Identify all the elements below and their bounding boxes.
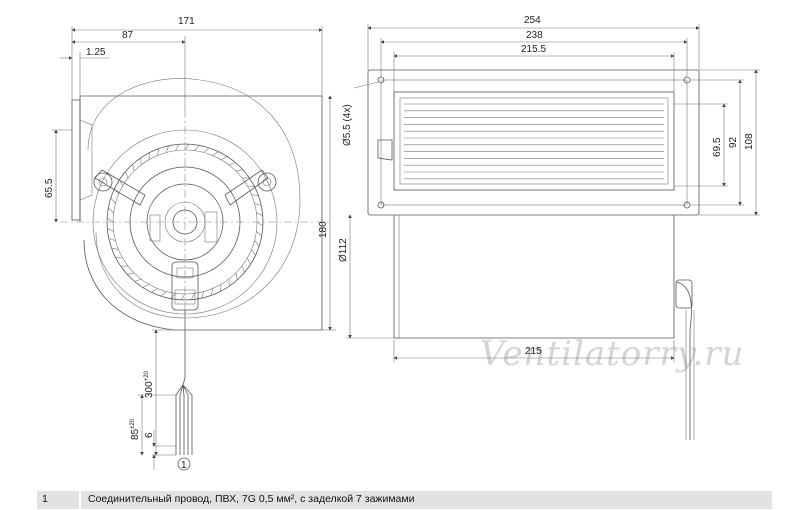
front-view: 1	[60, 78, 330, 471]
mount-hole-left-inner	[98, 177, 108, 187]
dim-axis-height: 65.5	[44, 178, 55, 198]
cable-clip	[377, 139, 393, 161]
dim-flange-height: 108	[744, 133, 755, 150]
motor-brand-plate	[149, 214, 161, 242]
mount-arm-left	[94, 169, 146, 206]
side-cable-gland	[675, 279, 693, 309]
dim-end-strip: 6	[144, 432, 155, 438]
cable-wires	[175, 384, 193, 455]
callout-number: 1	[181, 460, 187, 471]
dim-cable-length-tol: +20	[144, 370, 150, 381]
callout-circle	[177, 457, 191, 471]
impeller-slats	[404, 103, 664, 180]
dim-overall-width: 171	[178, 16, 195, 27]
dim-inner-height: 69.5	[712, 137, 723, 157]
dim-body-width: 215	[525, 346, 542, 357]
watermark-text: Ventilatorry.ru	[480, 334, 744, 374]
front-view-dimensions: 171 87 1.25 65.5 180 300+20 85±20	[44, 16, 336, 470]
legend-number: 1	[37, 491, 81, 509]
mount-arm-right	[224, 169, 269, 206]
dim-flange-thickness: 1.25	[86, 47, 106, 58]
flange-bracket	[79, 119, 93, 201]
dim-housing-width: 215.5	[521, 44, 546, 55]
dim-hole-diameter: Ø5.5 (4x)	[342, 104, 353, 146]
dim-outlet-diameter: Ø112	[338, 238, 349, 262]
technical-drawing: Ventilatorry.ru	[44, 15, 760, 471]
flange-hole-bl	[377, 201, 385, 209]
dim-flange-width: 254	[524, 15, 541, 26]
svg-text:85±20: 85±20	[130, 418, 141, 440]
mount-hole-left	[93, 172, 113, 192]
legend-text: Соединительный провод, ПВХ, 7G 0,5 мм², …	[81, 491, 772, 509]
side-flange	[367, 69, 700, 216]
side-cable-wires	[685, 310, 695, 440]
mount-hole-right-inner	[262, 177, 272, 187]
legend-row: 1 Соединительный провод, ПВХ, 7G 0,5 мм²…	[37, 491, 772, 509]
side-cable	[675, 281, 692, 440]
side-view	[367, 69, 700, 440]
dim-strip-length: 85	[130, 428, 141, 440]
side-view-dimensions: 254 238 215.5 Ø5.5 (4x) Ø112 69.5 92 108	[338, 15, 760, 362]
svg-text:300+20: 300+20	[144, 370, 155, 398]
mount-hole-right	[257, 172, 277, 192]
flange-plate	[71, 99, 81, 221]
dim-strip-length-tol: ±20	[130, 418, 136, 429]
side-flange-inner	[380, 79, 688, 206]
motor-label-plate	[204, 211, 218, 243]
scroll-housing-curve	[87, 78, 301, 319]
dim-hole-height: 92	[728, 136, 739, 148]
dim-hole-spacing: 238	[526, 30, 543, 41]
outlet-inner	[399, 97, 669, 185]
outlet-opening	[393, 91, 675, 191]
dim-cable-length: 300	[144, 381, 155, 398]
impeller-blade-ticks	[106, 143, 264, 301]
housing-body	[393, 215, 675, 339]
dim-inlet-offset: 87	[122, 30, 134, 41]
dim-overall-height: 180	[318, 221, 329, 238]
connection-cable	[182, 310, 186, 386]
